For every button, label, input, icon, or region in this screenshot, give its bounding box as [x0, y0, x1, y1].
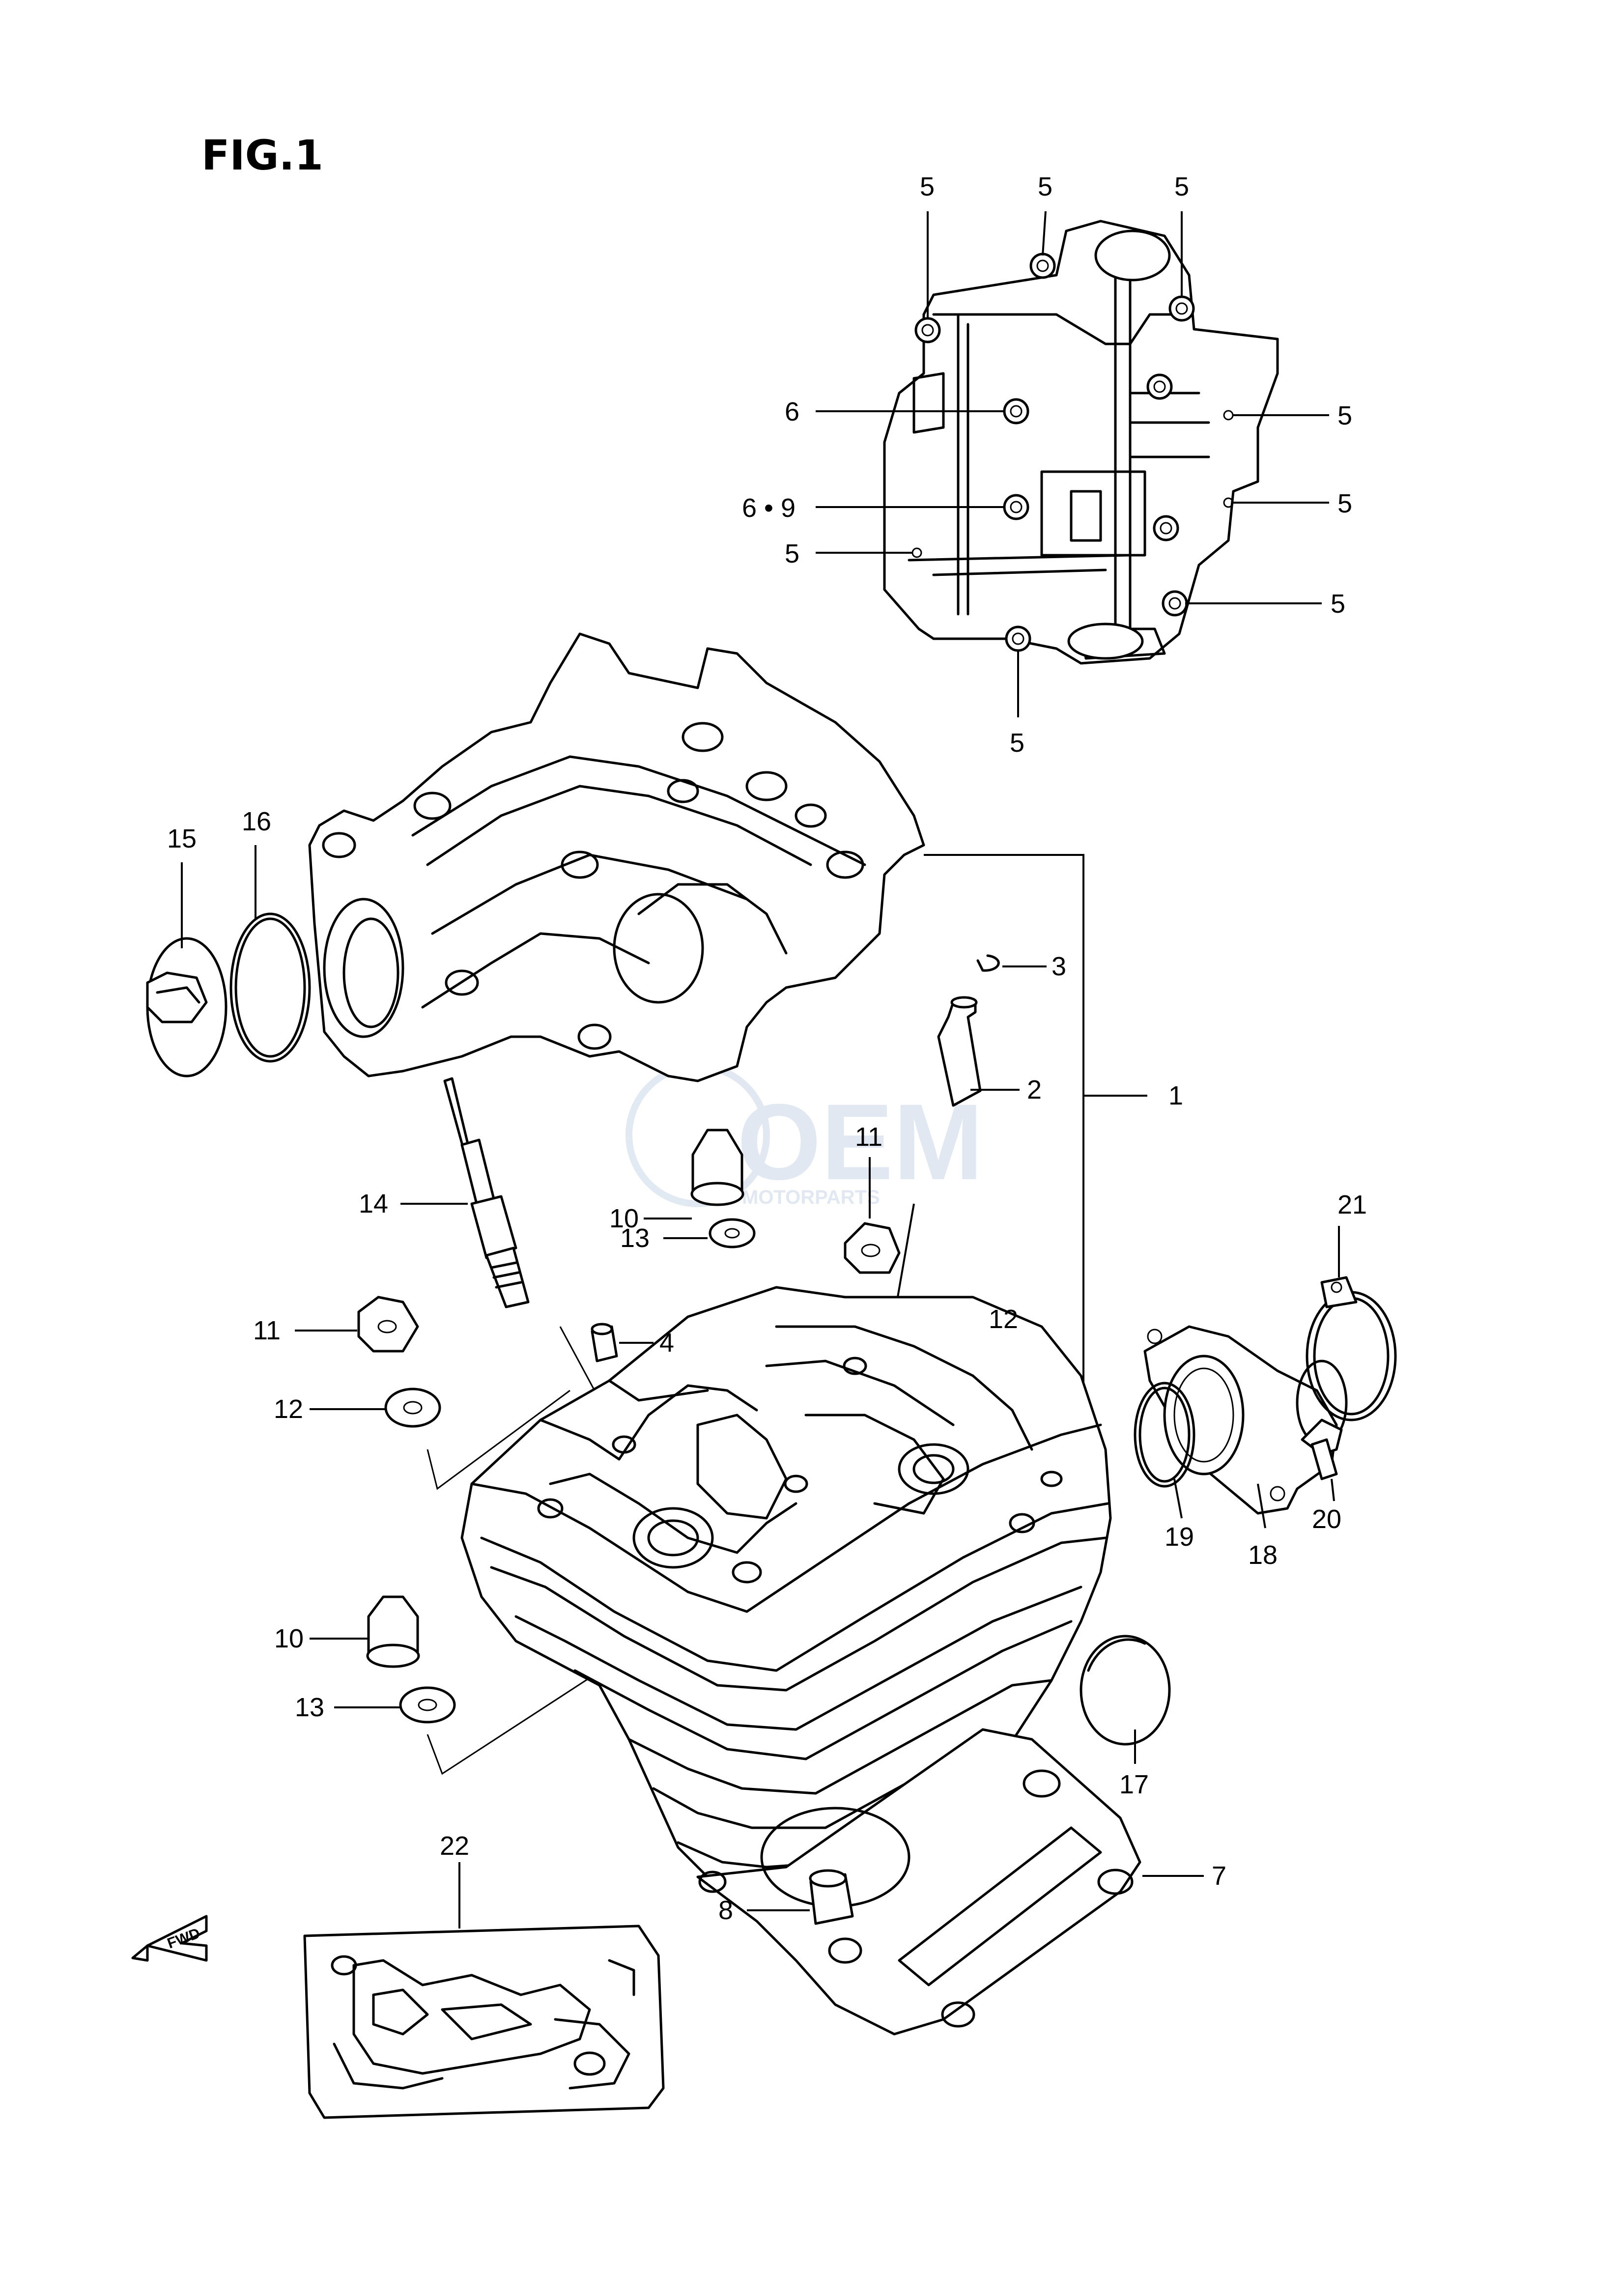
o-ring-cap — [229, 912, 311, 1063]
callout-19: 19 — [1165, 1522, 1194, 1552]
callout-12-left: 12 — [274, 1394, 303, 1424]
callout-11-upper: 11 — [855, 1122, 882, 1152]
washer-lower — [399, 1686, 456, 1724]
callout-5-right-a: 5 — [1337, 401, 1352, 430]
plug-cap — [1080, 1635, 1171, 1746]
callout-5-top-right: 5 — [1174, 172, 1189, 201]
o-ring-intake — [1134, 1382, 1195, 1488]
callout-5-top-mid: 5 — [1038, 172, 1052, 201]
head-cover-underside — [883, 220, 1279, 665]
callout-18: 18 — [1248, 1540, 1278, 1570]
callout-21: 21 — [1337, 1190, 1367, 1219]
dowel-pin-upper — [591, 1323, 618, 1362]
callout-6: 6 — [785, 397, 799, 426]
callout-12-upper: 12 — [989, 1304, 1018, 1334]
watermark-logo: OEM MOTORPARTS — [625, 1063, 983, 1208]
hose-clamp — [1306, 1276, 1397, 1421]
washer-left — [384, 1388, 441, 1428]
leader-19 — [1173, 1478, 1183, 1519]
callout-5-bottom: 5 — [1010, 728, 1024, 758]
fwd-arrow: FWD — [131, 1915, 208, 1962]
valve-guide — [937, 996, 982, 1107]
callout-2: 2 — [1027, 1075, 1042, 1105]
callout-5-right-b: 5 — [1337, 489, 1352, 518]
callout-5-left: 5 — [785, 539, 799, 568]
callout-5-top-left: 5 — [920, 172, 935, 201]
callout-11-left: 11 — [253, 1316, 281, 1345]
callout-14: 14 — [359, 1189, 388, 1219]
bolt-intake — [1301, 1418, 1343, 1480]
callout-13-lower: 13 — [295, 1693, 324, 1722]
cylinder-head — [460, 1286, 1112, 1903]
callout-10-upper: 10 — [609, 1204, 639, 1233]
callout-1: 1 — [1168, 1081, 1183, 1110]
nut-upper — [844, 1222, 901, 1274]
callout-7: 7 — [1212, 1861, 1226, 1891]
callout-10-lower: 10 — [274, 1624, 304, 1653]
dowel-pin-lower — [809, 1869, 854, 1925]
leader-18 — [1257, 1483, 1266, 1529]
callout-13-upper: 13 — [620, 1223, 650, 1253]
callout-20: 20 — [1312, 1504, 1341, 1534]
nut-left — [357, 1296, 419, 1353]
callout-15: 15 — [167, 824, 197, 853]
callout-17: 17 — [1119, 1770, 1149, 1799]
callout-16: 16 — [242, 807, 271, 836]
gasket-set — [303, 1925, 665, 2119]
spark-plug — [443, 1077, 530, 1308]
watermark-sub: MOTORPARTS — [742, 1187, 880, 1208]
callout-6-9: 6 • 9 — [742, 493, 796, 523]
cylinder-head-cover — [308, 632, 1084, 1390]
dash-14 — [559, 1326, 596, 1391]
callout-22: 22 — [440, 1831, 469, 1861]
callout-5-right-c: 5 — [1331, 589, 1345, 619]
oil-filler-cap — [146, 937, 227, 1077]
cover-leaders — [816, 211, 1329, 717]
callout-4: 4 — [659, 1328, 674, 1358]
circlip — [976, 954, 1000, 972]
watermark-brand: OEM — [737, 1081, 983, 1202]
leader-20 — [1331, 1478, 1335, 1502]
dash-12b — [426, 1389, 570, 1490]
washer-upper — [709, 1218, 756, 1248]
callout-8: 8 — [718, 1896, 733, 1925]
cap-nut-lower — [366, 1595, 420, 1668]
figure-title: FIG.1 — [201, 131, 323, 179]
callout-labels: 5 5 5 6 6 • 9 5 5 5 5 5 15 16 3 2 1 10 1… — [167, 172, 1367, 1925]
head-gasket — [696, 1728, 1141, 2036]
cap-nut-upper — [690, 1129, 744, 1206]
callout-3: 3 — [1052, 952, 1066, 981]
